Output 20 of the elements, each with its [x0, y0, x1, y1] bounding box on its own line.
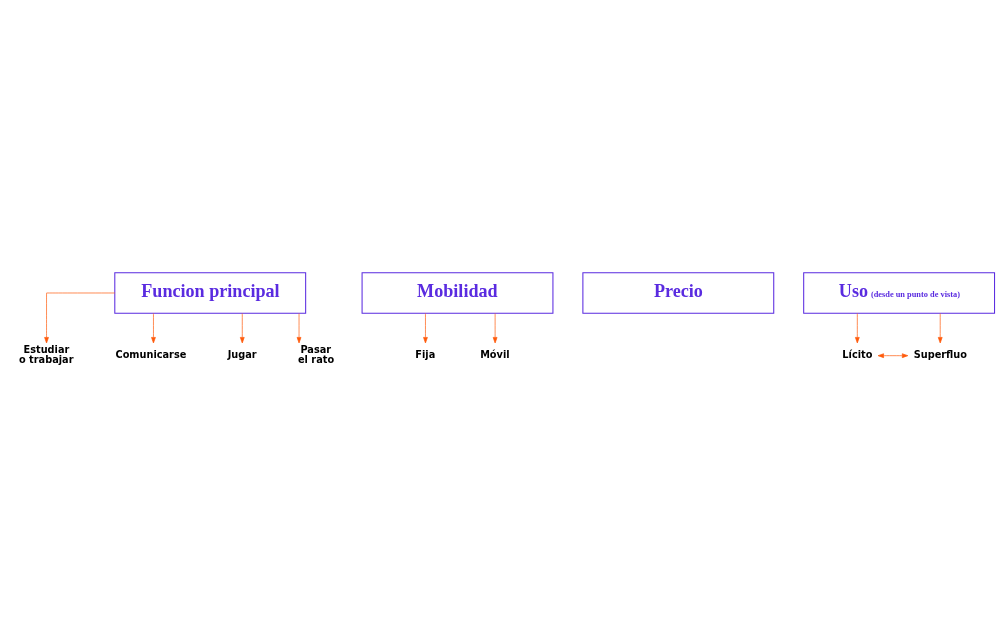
arrow [239, 313, 245, 344]
node-text: Móvil [480, 348, 510, 360]
arrow [423, 313, 428, 344]
node-box: Mobilidad [361, 272, 554, 314]
node-text: Lícito [842, 348, 873, 360]
arrow [296, 313, 302, 344]
node-text: Jugar [227, 348, 257, 360]
arrow [44, 292, 116, 344]
arrow [151, 313, 156, 344]
node-box: Funcion principal [114, 272, 307, 314]
node-text: Estudiar o trabajar [19, 344, 74, 365]
arrow [877, 353, 909, 358]
node-text: Comunicarse [115, 348, 187, 360]
arrow [855, 313, 860, 344]
node-text: Pasar el rato [297, 344, 335, 365]
node-text: Fija [415, 348, 436, 360]
arrow [492, 313, 498, 344]
node-box: Precio [582, 272, 775, 314]
node-text: Superfluo [913, 348, 967, 360]
arrow [937, 313, 943, 344]
